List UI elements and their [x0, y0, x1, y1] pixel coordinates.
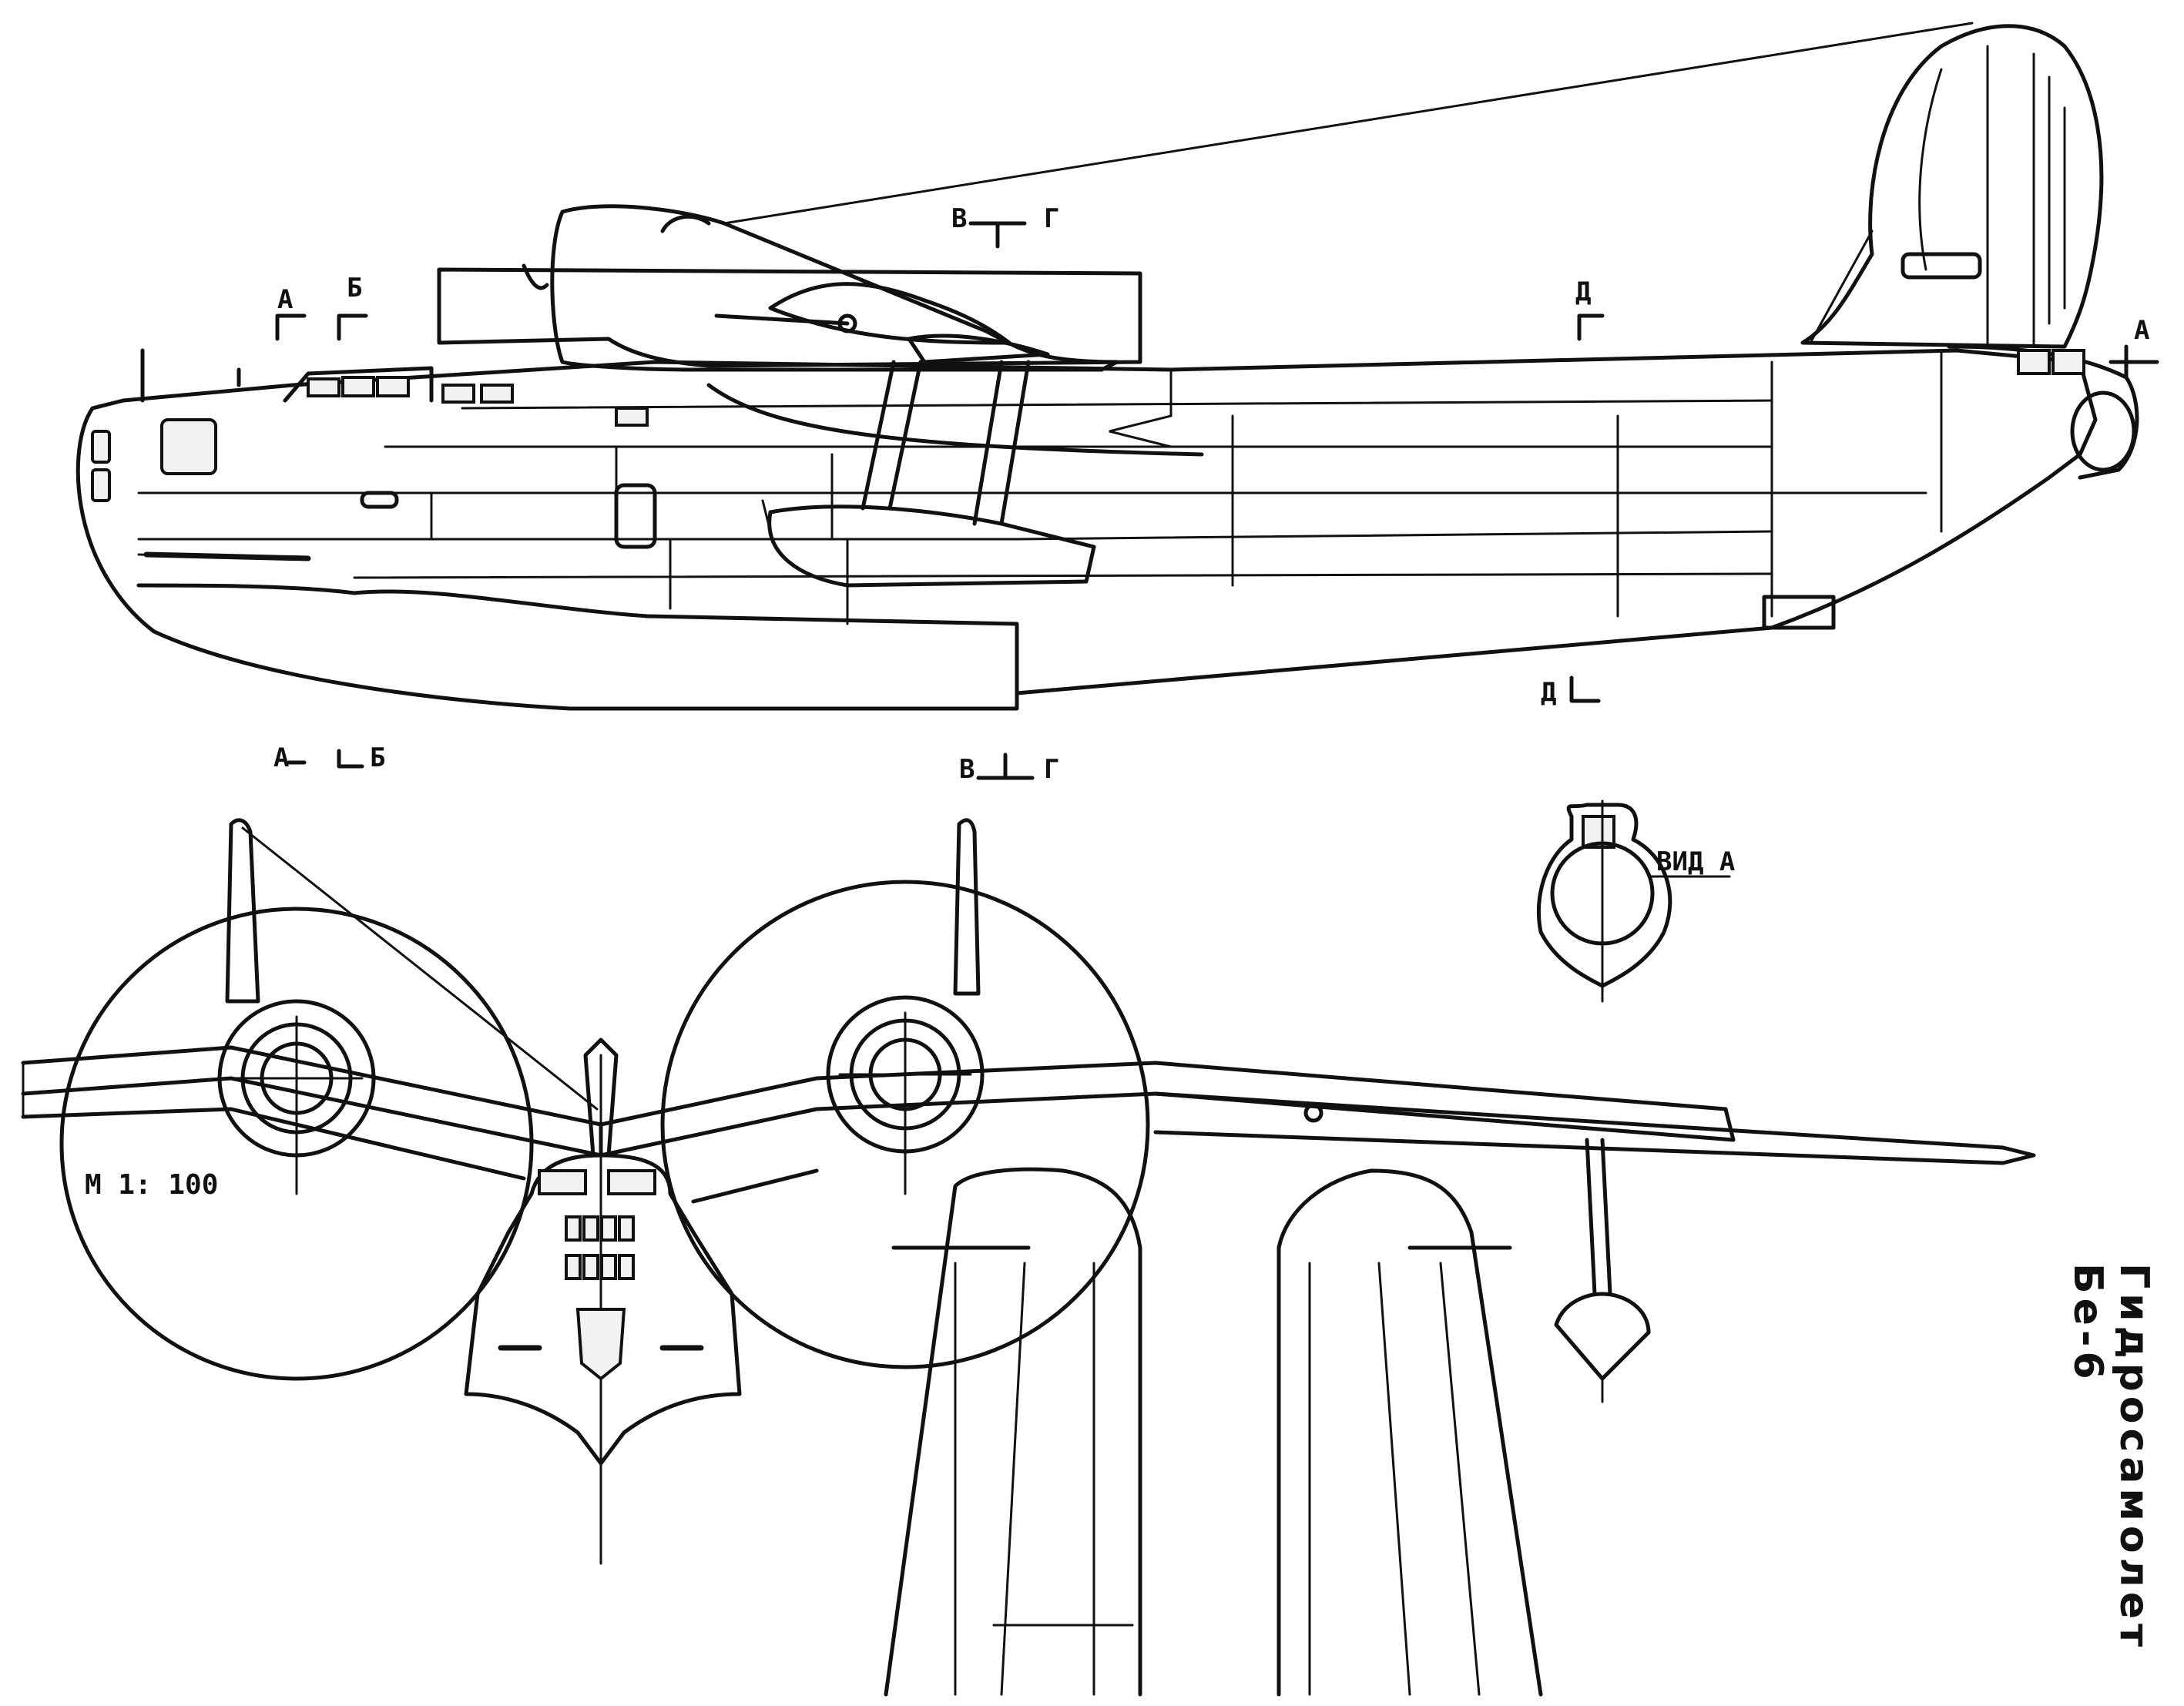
tail-brace-wire — [723, 22, 1974, 225]
cockpit-canopy — [283, 366, 434, 403]
plan-right-panel — [1277, 1168, 1543, 1697]
wing-root — [437, 267, 1142, 368]
section-mark-v-top: В — [951, 203, 967, 234]
section-mark-d-bottom: Д — [1541, 677, 1556, 708]
plan-view — [884, 1167, 1543, 1697]
section-mark-d-top: Д — [1575, 277, 1591, 307]
section-mark-v-bottom: В — [959, 754, 975, 785]
hull-keel — [136, 583, 1019, 695]
wing-float — [767, 504, 1096, 588]
section-mark-g-top: Г — [1044, 203, 1059, 234]
propeller-disc-left — [59, 907, 534, 1381]
hull-outline — [75, 348, 2098, 711]
front-wing-right — [599, 1061, 1736, 1158]
section-mark-a-tail: А — [2134, 315, 2149, 346]
section-mark-g-bottom: Г — [1044, 754, 1059, 785]
section-markers: А Б В Г Д А Д А Б В Г ВИД А — [273, 203, 2159, 877]
section-mark-b-bottom: Б — [370, 742, 385, 773]
section-mark-a-top: А — [277, 284, 293, 315]
section-mark-a-bottom: А — [273, 742, 289, 773]
engine-nacelle — [550, 204, 1119, 372]
scale-label: М 1: 100 — [85, 1169, 219, 1201]
front-wing-float — [1554, 1292, 1651, 1381]
tail-fin — [1800, 24, 2104, 349]
side-view — [75, 22, 2139, 711]
front-wing-left — [21, 1045, 603, 1158]
drawing-title: Гидросамолет Бе-6 — [2065, 1263, 2157, 1652]
view-a — [1536, 799, 1731, 1003]
section-mark-b-top: Б — [347, 273, 362, 303]
front-windows — [565, 1215, 635, 1280]
view-a-label: ВИД А — [1656, 846, 1735, 877]
nose-window — [160, 418, 217, 475]
plan-left-panel — [884, 1167, 1142, 1697]
front-fuselage — [464, 1153, 742, 1466]
front-view — [21, 818, 2036, 1565]
propeller-disc-right — [660, 880, 1150, 1369]
